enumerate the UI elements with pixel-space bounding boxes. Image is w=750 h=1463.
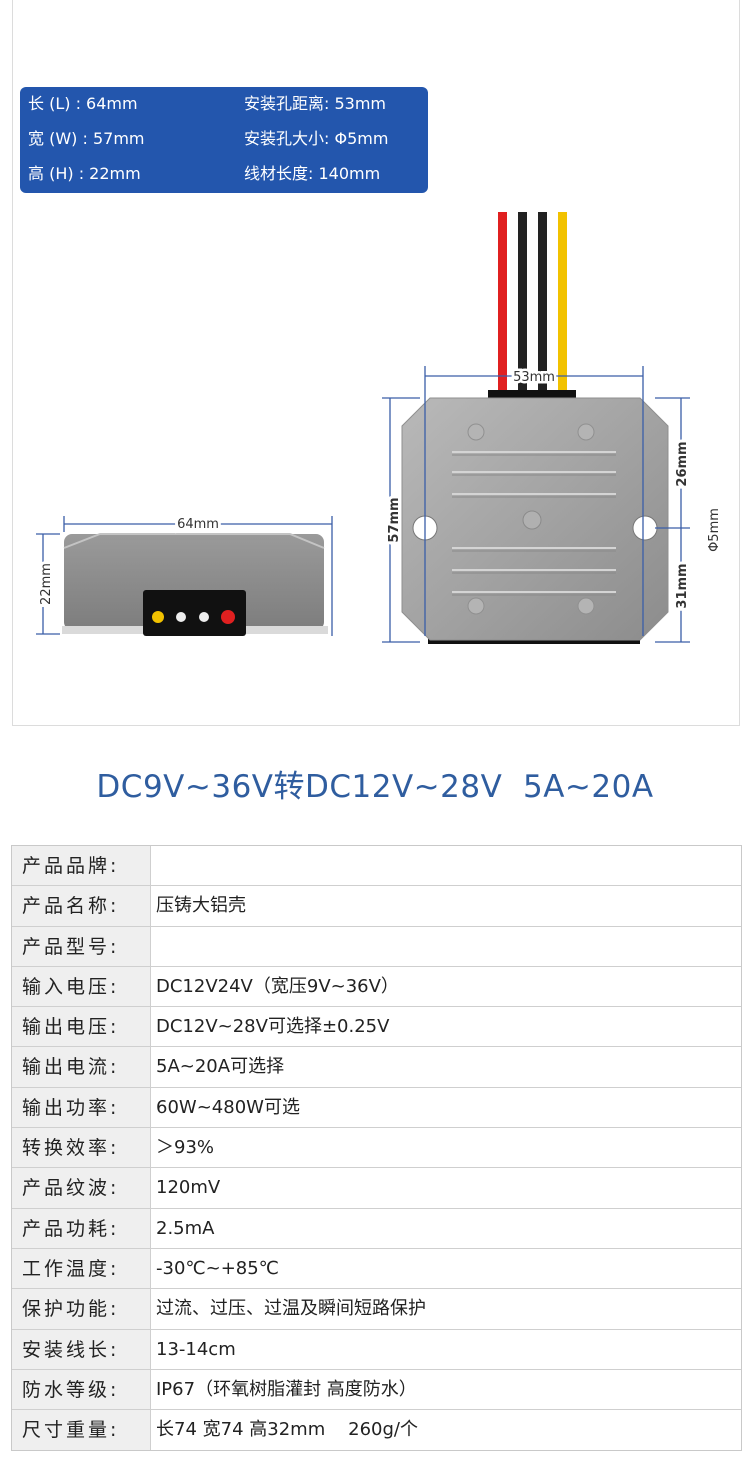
spec-row: 尺寸重量:长74 宽74 高32mm 260g/个: [12, 1410, 741, 1451]
spec-value: 5A~20A可选择: [156, 1056, 285, 1078]
spec-value: DC12V~28V可选择±0.25V: [156, 1016, 390, 1038]
side-width-dim: 64mm: [177, 517, 219, 532]
dimension-row: 宽 (W) : 57mm 安装孔大小: Φ5mm: [20, 127, 428, 151]
spec-value: [151, 927, 741, 966]
side-height-dim: 22mm: [39, 563, 54, 605]
width-label: 宽 (W) : 57mm: [28, 129, 145, 148]
spec-value: ＞93%: [156, 1137, 215, 1159]
lower-offset-dim: 31mm: [675, 563, 690, 608]
wire-outlet: [143, 590, 246, 636]
technical-drawing: 64mm 22mm: [36, 212, 722, 644]
product-title: DC9V~36V转DC12V~28V 5A~20A: [96, 769, 654, 805]
spec-row: 产品品牌:: [12, 846, 741, 887]
hole-spacing-label: 安装孔距离: 53mm: [244, 94, 387, 113]
top-width-dim: 57mm: [387, 497, 402, 542]
spec-value: DC12V24V（宽压9V~36V）: [156, 975, 399, 997]
spec-row: 产品功耗:2.5mA: [12, 1208, 741, 1249]
top-view: 53mm 57mm 26mm 31mm Φ5mm: [382, 212, 722, 644]
wire-black: [538, 212, 547, 396]
spec-value: 60W~480W可选: [156, 1096, 300, 1118]
dimension-summary-box: 长 (L) : 64mm 安装孔距离: 53mm 宽 (W) : 57mm 安装…: [20, 87, 428, 193]
spec-value: -30℃~+85℃: [156, 1257, 279, 1279]
spec-key: 产品功耗:: [12, 1208, 151, 1248]
spec-key: 产品型号:: [12, 926, 151, 966]
spec-key: 输出电压:: [12, 1007, 151, 1047]
wire-length-label: 线材长度: 140mm: [244, 164, 381, 183]
length-label: 长 (L) : 64mm: [28, 94, 138, 113]
wire-red: [498, 212, 507, 396]
spec-row: 转换效率:＞93%: [12, 1128, 741, 1169]
spec-value: 2.5mA: [156, 1217, 215, 1239]
spec-key: 产品品牌:: [12, 846, 151, 886]
spec-row: 输出电压:DC12V~28V可选择±0.25V: [12, 1007, 741, 1048]
dimension-row: 高 (H) : 22mm 线材长度: 140mm: [20, 162, 428, 186]
spec-row: 保护功能:过流、过压、过温及瞬间短路保护: [12, 1289, 741, 1330]
wire-black: [518, 212, 527, 396]
spec-row: 输入电压:DC12V24V（宽压9V~36V）: [12, 966, 741, 1008]
hole-spacing-dim: 53mm: [513, 370, 555, 385]
spec-value: 长74 宽74 高32mm 260g/个: [156, 1419, 418, 1441]
spec-key: 保护功能:: [12, 1289, 151, 1329]
spec-key: 输入电压:: [12, 966, 151, 1007]
wire-red-dot: [221, 610, 235, 624]
side-housing: [64, 534, 324, 630]
mounting-hole-right: [632, 515, 658, 541]
spec-row: 产品纹波:120mV: [12, 1168, 741, 1209]
height-label: 高 (H) : 22mm: [28, 164, 141, 183]
spec-key: 产品名称:: [12, 886, 151, 926]
spec-value: 压铸大铝壳: [156, 895, 246, 917]
hole-size-label: 安装孔大小: Φ5mm: [244, 129, 389, 148]
wire-dot: [199, 612, 209, 622]
spec-row: 输出电流:5A~20A可选择: [12, 1047, 741, 1088]
spec-row: 工作温度:-30℃~+85℃: [12, 1248, 741, 1290]
spec-row: 输出功率:60W~480W可选: [12, 1087, 741, 1129]
spec-key: 安装线长:: [12, 1329, 151, 1369]
spec-key: 尺寸重量:: [12, 1410, 151, 1451]
spec-key: 产品纹波:: [12, 1168, 151, 1208]
spec-key: 转换效率:: [12, 1128, 151, 1168]
spec-value: 过流、过压、过温及瞬间短路保护: [156, 1298, 426, 1320]
spec-value: 13-14cm: [156, 1338, 236, 1360]
dimension-row: 长 (L) : 64mm 安装孔距离: 53mm: [20, 92, 428, 116]
wire-yellow-dot: [152, 611, 164, 623]
spec-row: 安装线长:13-14cm: [12, 1329, 741, 1370]
spec-key: 工作温度:: [12, 1248, 151, 1289]
spec-row: 产品名称:压铸大铝壳: [12, 886, 741, 927]
wire-yellow: [558, 212, 567, 396]
spec-value: [151, 846, 741, 885]
spec-key: 防水等级:: [12, 1369, 151, 1410]
spec-key: 输出电流:: [12, 1047, 151, 1087]
spec-row: 产品型号:: [12, 926, 741, 967]
hole-diameter-dim: Φ5mm: [707, 508, 722, 552]
spec-key: 输出功率:: [12, 1087, 151, 1128]
upper-offset-dim: 26mm: [675, 441, 690, 486]
spec-value: 120mV: [156, 1177, 221, 1199]
spec-row: 防水等级:IP67（环氧树脂灌封 高度防水）: [12, 1369, 741, 1411]
side-view: 64mm 22mm: [36, 514, 333, 636]
spec-value: IP67（环氧树脂灌封 高度防水）: [156, 1378, 417, 1400]
wire-dot: [176, 612, 186, 622]
spec-table: 产品品牌:产品名称:压铸大铝壳产品型号:输入电压:DC12V24V（宽压9V~3…: [11, 845, 742, 1452]
